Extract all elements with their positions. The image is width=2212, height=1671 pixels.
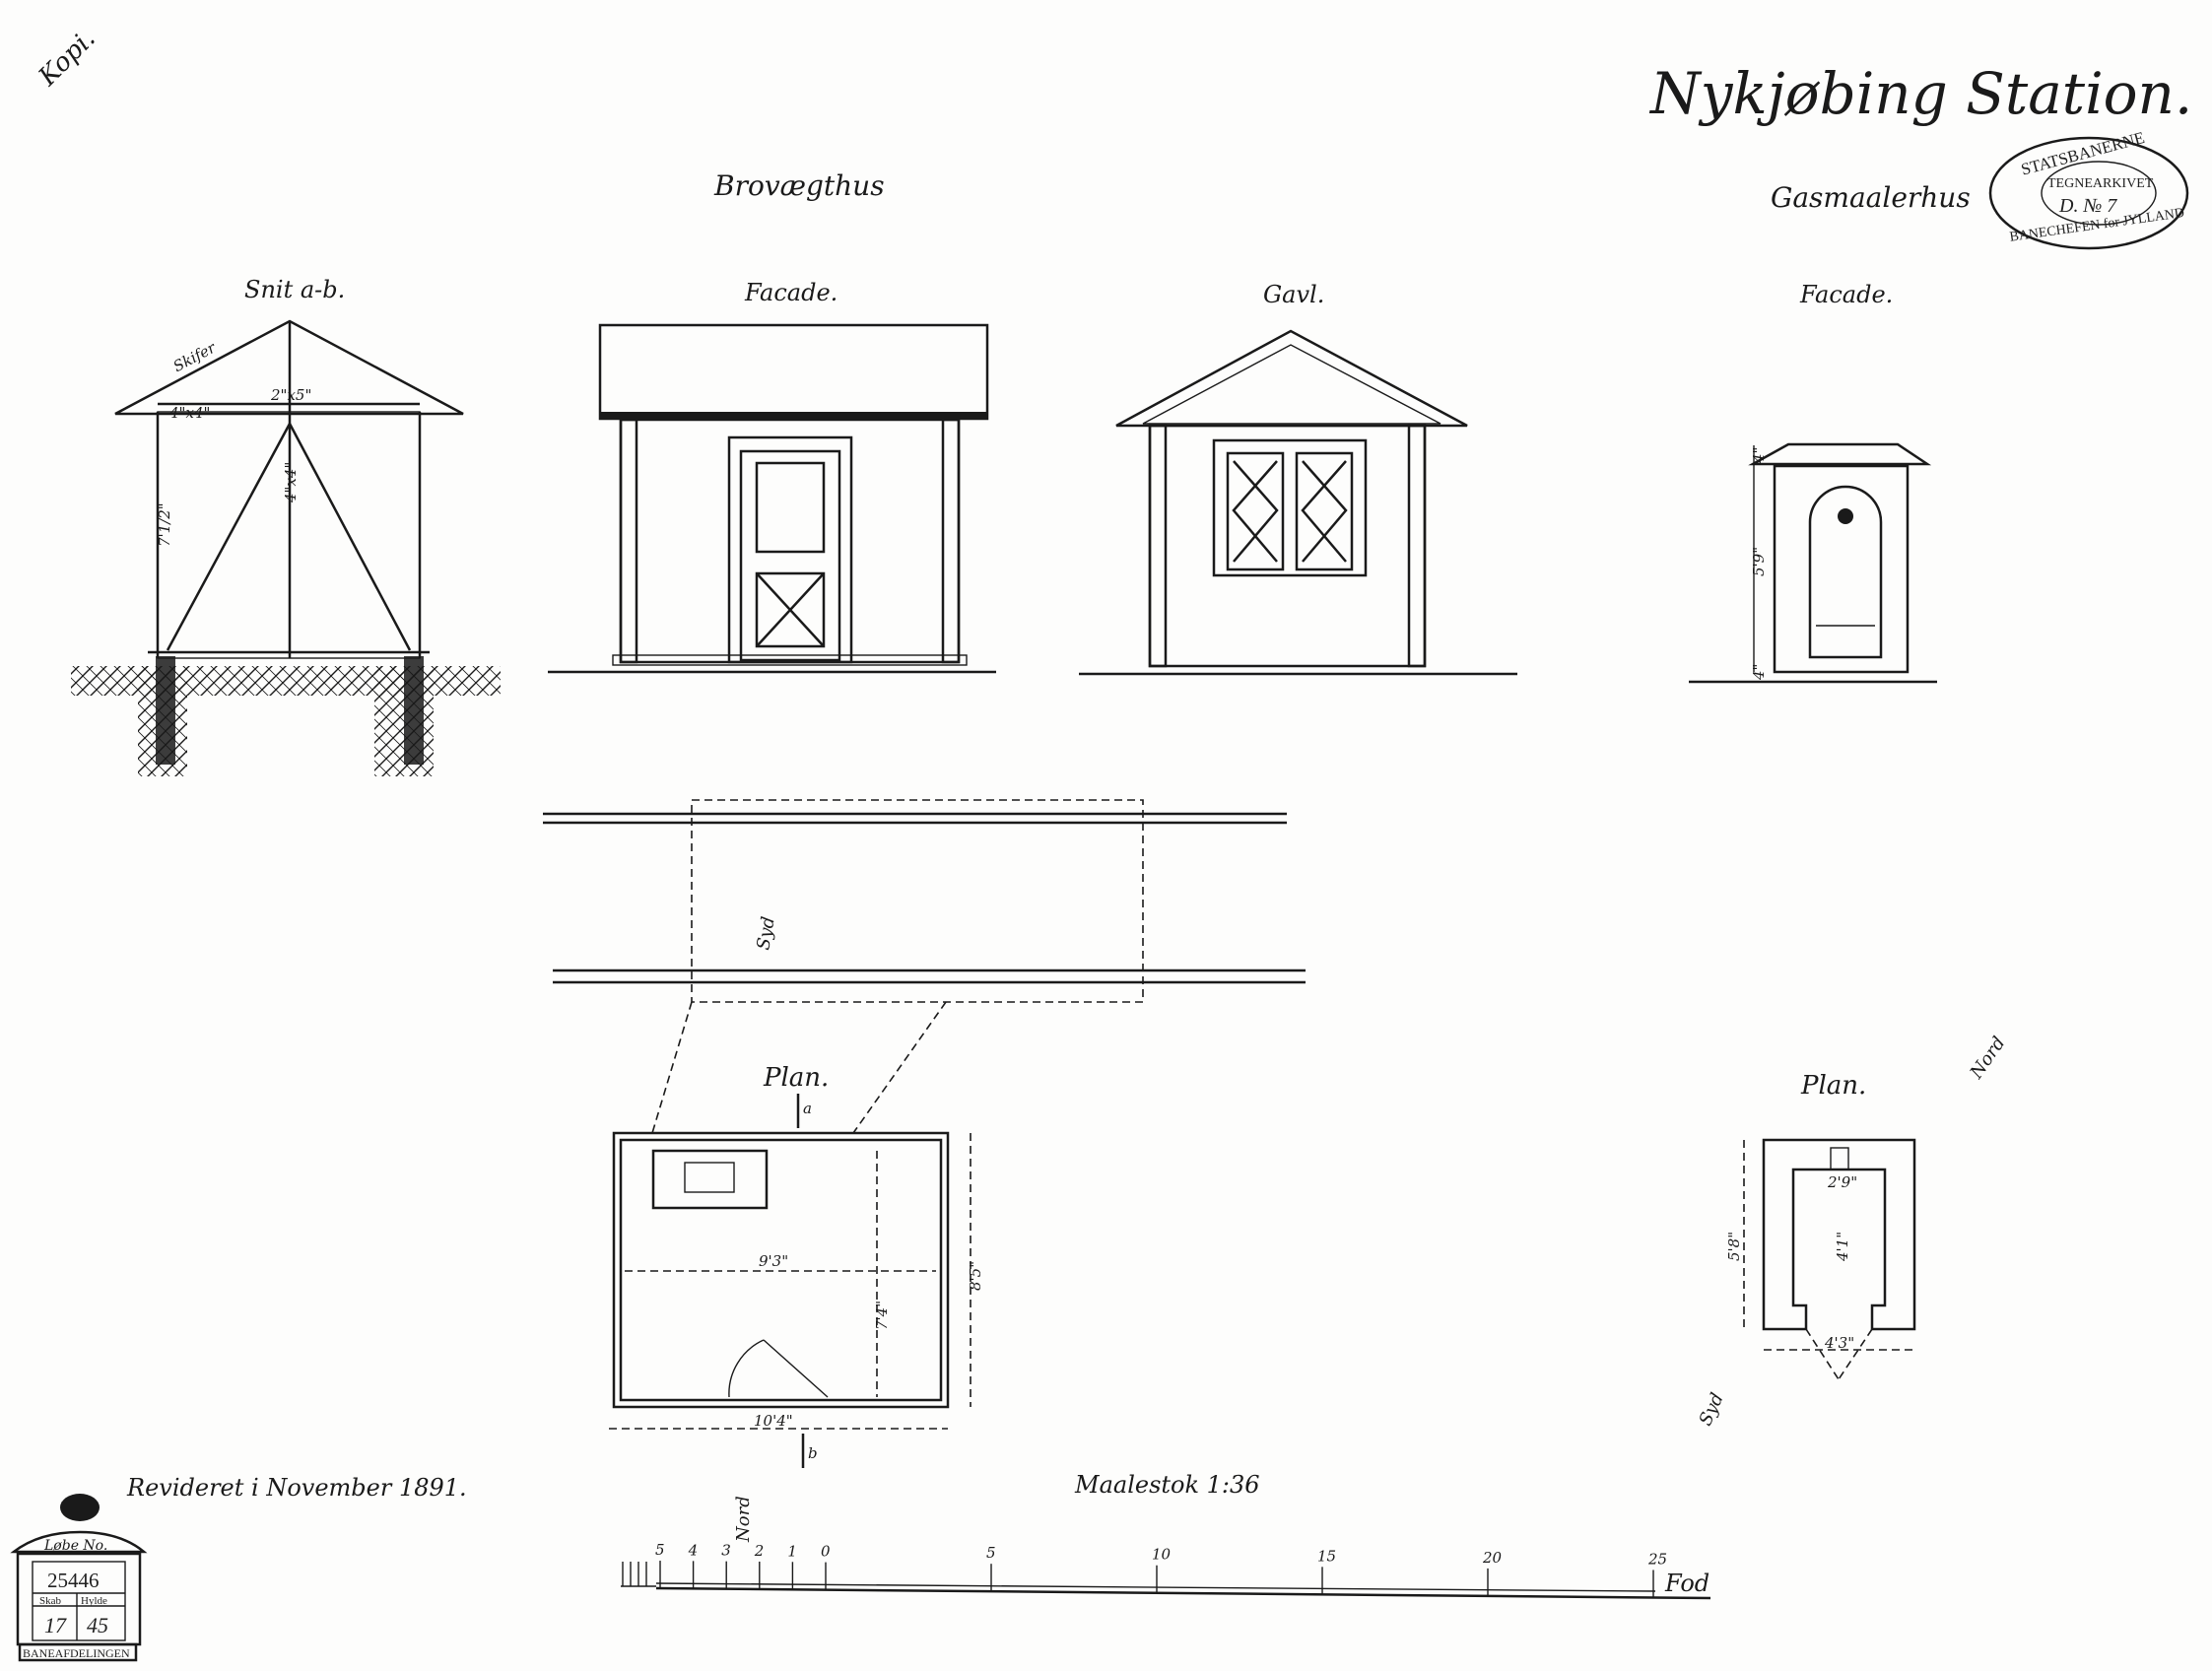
scale-unit: Fod [1664, 1570, 1709, 1597]
gas-roof-height: 4" [1750, 447, 1768, 464]
site-orientation-syd: Syd [753, 915, 779, 952]
marker-b: b [808, 1444, 818, 1462]
plan-dim-width: 9'3" [759, 1252, 788, 1270]
scale-tick-label: 15 [1317, 1547, 1336, 1565]
heading-brovaegthus: Brovægthus [713, 169, 885, 202]
label-section: Snit a-b. [244, 276, 345, 303]
gas-orientation-nord: Nord [1966, 1033, 2010, 1083]
registry-label: Løbe No. 25446 Skab Hylde 17 45 BANEAFDE… [10, 1494, 148, 1662]
registry-footer: BANEAFDELINGEN [23, 1646, 130, 1660]
scale-tick-label: 5 [986, 1544, 996, 1562]
registry-col2-value: 45 [87, 1613, 108, 1638]
gable-drawing [1079, 329, 1517, 676]
stamp-top: STATSBANERNE [2019, 128, 2147, 179]
plan-dim-depth: 8'5" [967, 1261, 984, 1291]
gas-height: 5'9" [1750, 547, 1768, 576]
page-title: Nykjøbing Station. [1648, 60, 2192, 127]
plan-dim-inner-depth: 7'4" [873, 1301, 891, 1330]
archive-stamp: STATSBANERNE TEGNEARKIVET D. № 7 BANECHE… [1988, 128, 2189, 250]
stamp-line1: TEGNEARKIVET [2047, 176, 2154, 191]
gas-plan-dim-width: 2'9" [1827, 1173, 1857, 1191]
registry-number: 25446 [47, 1569, 100, 1592]
site-plan: Syd [543, 799, 1306, 1134]
plan-drawing: a 9'3" 7'4" 8'5" 10'4" b [609, 1094, 984, 1468]
registry-col1-value: 17 [44, 1613, 67, 1638]
gas-plan-drawing: 2'9" 4'1" 5'8" 4'3" [1725, 1138, 1916, 1380]
revision-note: Revideret i November 1891. [126, 1474, 467, 1502]
scale-tick-label: 3 [721, 1542, 731, 1560]
label-facade: Facade. [744, 279, 838, 306]
gas-plan-dim-depth: 5'8" [1725, 1232, 1743, 1261]
note-plate: 4"x4" [168, 404, 210, 422]
scale-label: Maalestok 1:36 [1074, 1471, 1260, 1499]
scale-orientation-nord: Nord [733, 1496, 754, 1543]
scale-tick-label: 0 [821, 1543, 831, 1561]
scale-tick-label: 5 [655, 1541, 665, 1559]
scale-tick-label: 25 [1647, 1550, 1667, 1568]
plan-dim-length: 10'4" [754, 1412, 793, 1430]
registry-header: Løbe No. [43, 1538, 107, 1554]
scale-tick-label: 2 [754, 1542, 765, 1560]
copy-mark: Kopi. [33, 24, 101, 93]
facade-drawing [548, 323, 996, 674]
scale-tick-label: 1 [787, 1542, 797, 1560]
gas-plan-dim-inner: 4'1" [1834, 1232, 1851, 1262]
scale-tick-label: 10 [1152, 1546, 1172, 1564]
label-gable: Gavl. [1263, 281, 1324, 308]
section-a-b-drawing: Skifer 2"x5" 4"x4" 7'1/2" 4"x4" [71, 319, 501, 776]
scale-tick-label: 20 [1482, 1549, 1503, 1567]
note-roof: Skifer [170, 338, 220, 375]
scale-tick-label: 4 [688, 1541, 699, 1559]
marker-a: a [803, 1100, 812, 1117]
note-post: 4"x4" [282, 462, 300, 503]
label-plan: Plan. [763, 1063, 829, 1093]
gas-plinth-height: 4" [1750, 664, 1768, 681]
label-gas-facade: Facade. [1799, 281, 1893, 308]
label-gas-plan: Plan. [1800, 1071, 1866, 1101]
heading-gasmaalerhus: Gasmaalerhus [1771, 181, 1971, 214]
gas-orientation-syd: Syd [1695, 1390, 1727, 1430]
gas-plan-dim-door: 4'3" [1824, 1334, 1854, 1352]
note-beam: 2"x5" [270, 386, 311, 404]
registry-col1-header: Skab [39, 1595, 62, 1607]
note-height: 7'1/2" [156, 502, 173, 547]
gas-facade-drawing: 5'9" 4" 4" [1689, 442, 1937, 684]
registry-col2-header: Hylde [81, 1595, 107, 1607]
stamp-line2: D. № 7 [2058, 195, 2117, 217]
